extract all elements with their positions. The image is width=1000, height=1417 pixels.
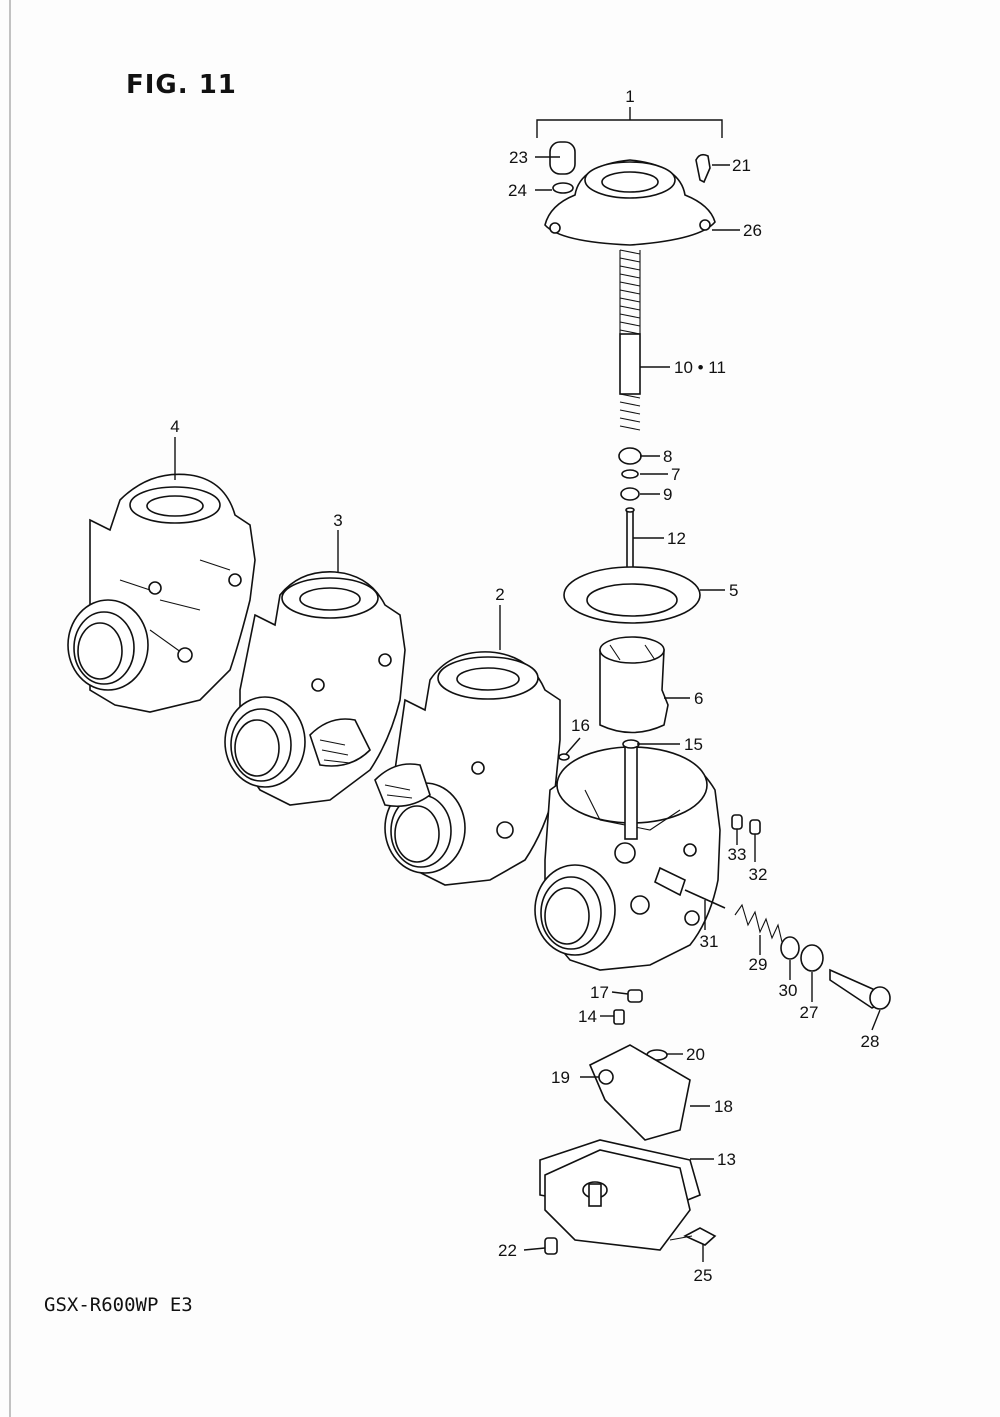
callout-7: 7 [671,465,680,484]
callout-26: 26 [743,221,762,240]
callout-8: 8 [663,447,672,466]
callout-9: 9 [663,485,672,504]
callout-labels: 1 2 3 4 5 6 7 8 9 10 • 11 12 13 14 15 16… [170,87,879,1285]
callout-12: 12 [667,529,686,548]
callout-1: 1 [625,87,634,106]
spring-assembly [618,249,642,590]
leader-lines [174,156,881,1262]
callout-5: 5 [729,581,738,600]
callout-10-11: 10 • 11 [674,358,726,377]
callout-30: 30 [779,981,798,1000]
carburetor-2 [374,651,561,886]
model-code: GSX-R600WP E3 [44,1294,193,1316]
callout-23: 23 [509,148,528,167]
piston-6 [599,636,669,734]
callout-31: 31 [700,932,719,951]
callout-6: 6 [694,689,703,708]
top-cap-26 [536,107,723,246]
diaphragm-5 [563,566,701,624]
callout-4: 4 [170,417,179,436]
jets-14-17 [613,989,643,1025]
callout-14: 14 [578,1007,597,1026]
figure-title: FIG. 11 [126,70,237,100]
float-bowl-assembly [539,1044,717,1255]
callout-21: 21 [732,156,751,175]
callout-16: 16 [571,716,590,735]
callout-33: 33 [728,845,747,864]
callout-17: 17 [590,983,609,1002]
callout-13: 13 [717,1150,736,1169]
carburetor-3 [224,571,406,806]
callout-28: 28 [861,1032,880,1051]
callout-20: 20 [686,1045,705,1064]
carburetor-4 [67,473,256,713]
pilot-screw-assembly [654,866,891,1010]
callout-19: 19 [551,1068,570,1087]
callout-24: 24 [508,181,527,200]
callout-15: 15 [684,735,703,754]
callout-25: 25 [694,1266,713,1285]
screws-32-33 [731,814,761,835]
callout-27: 27 [800,1003,819,1022]
callout-18: 18 [714,1097,733,1116]
callout-22: 22 [498,1241,517,1260]
callout-2: 2 [495,585,504,604]
callout-29: 29 [749,955,768,974]
needle-jet-15 [558,739,640,840]
callout-32: 32 [749,865,768,884]
callout-3: 3 [333,511,342,530]
